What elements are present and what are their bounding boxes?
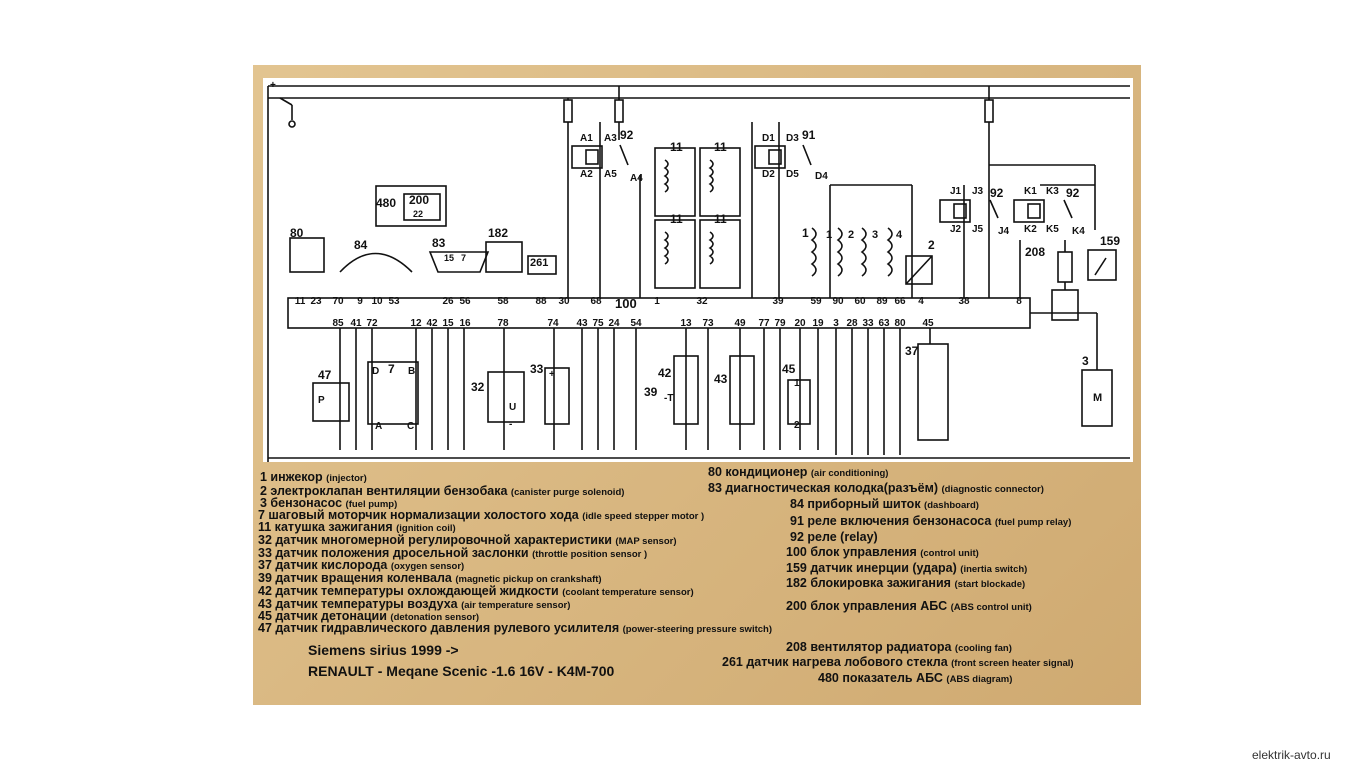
ecu-pin-top-32: 32 xyxy=(696,296,708,307)
ecu-pin-top-8: 8 xyxy=(1016,296,1022,307)
ecu-pin-top-56: 56 xyxy=(459,296,471,307)
ecu-pin-top-30: 30 xyxy=(558,296,570,307)
ecu-pin-top-90: 90 xyxy=(832,296,844,307)
ecu-pin-bottom-54: 54 xyxy=(630,318,642,329)
ecu-pin-bottom-72: 72 xyxy=(366,318,378,329)
ecu-pin-top-59: 59 xyxy=(810,296,822,307)
injector-number-2: 2 xyxy=(848,229,854,241)
ecu-pin-top-23: 23 xyxy=(310,296,322,307)
site-watermark: elektrik-avto.ru xyxy=(1252,748,1331,762)
ecu-pin-bottom-79: 79 xyxy=(774,318,786,329)
ecu-pin-top-66: 66 xyxy=(894,296,906,307)
ecu-pin-bottom-73: 73 xyxy=(702,318,714,329)
ecu-pin-top-89: 89 xyxy=(876,296,888,307)
ecu-pin-bottom-13: 13 xyxy=(680,318,692,329)
injector-number-4: 4 xyxy=(896,229,903,241)
ecu-pin-bottom-78: 78 xyxy=(497,318,509,329)
ecu-pin-bottom-15: 15 xyxy=(442,318,454,329)
ecu-pin-top-39: 39 xyxy=(772,296,784,307)
ecu-pin-bottom-24: 24 xyxy=(608,318,620,329)
ecu-pin-bottom-63: 63 xyxy=(878,318,890,329)
ecu-pin-top-68: 68 xyxy=(590,296,602,307)
ecu-pin-bottom-43: 43 xyxy=(576,318,588,329)
ecu-pin-bottom-80: 80 xyxy=(894,318,906,329)
ecu-pin-top-10: 10 xyxy=(371,296,383,307)
ecu-pin-top-53: 53 xyxy=(388,296,400,307)
ecu-pin-bottom-77: 77 xyxy=(758,318,770,329)
ecu-pin-bottom-42: 42 xyxy=(426,318,438,329)
ecu-pin-bottom-74: 74 xyxy=(547,318,559,329)
ecu-pin-bottom-45: 45 xyxy=(922,318,934,329)
injector-number-1: 1 xyxy=(826,229,832,241)
ecu-pin-top-4: 4 xyxy=(918,296,924,307)
ecu-pin-bottom-20: 20 xyxy=(794,318,806,329)
ecu-pin-top-70: 70 xyxy=(332,296,344,307)
ecu-pin-top-38: 38 xyxy=(958,296,970,307)
ecu-pin-bottom-49: 49 xyxy=(734,318,746,329)
ecu-pin-top-26: 26 xyxy=(442,296,454,307)
ecu-pin-bottom-85: 85 xyxy=(332,318,344,329)
ecu-pin-bottom-41: 41 xyxy=(350,318,362,329)
ecu-pin-top-9: 9 xyxy=(357,296,363,307)
ecu-pin-bottom-3: 3 xyxy=(833,318,839,329)
ecu-pin-bottom-16: 16 xyxy=(459,318,471,329)
ecu-pin-top-11: 11 xyxy=(295,296,306,307)
ecu-pin-bottom-28: 28 xyxy=(846,318,858,329)
ecu-pin-bottom-33: 33 xyxy=(862,318,874,329)
ecu-pin-top-1: 1 xyxy=(654,296,660,307)
ecu-pin-bottom-19: 19 xyxy=(812,318,824,329)
injector-number-3: 3 xyxy=(872,229,878,241)
ecu-pin-bottom-12: 12 xyxy=(410,318,422,329)
ecu-pin-top-58: 58 xyxy=(497,296,509,307)
ecu-pin-top-88: 88 xyxy=(535,296,547,307)
ecu-pin-bottom-75: 75 xyxy=(592,318,604,329)
ecu-pin-top-60: 60 xyxy=(854,296,866,307)
